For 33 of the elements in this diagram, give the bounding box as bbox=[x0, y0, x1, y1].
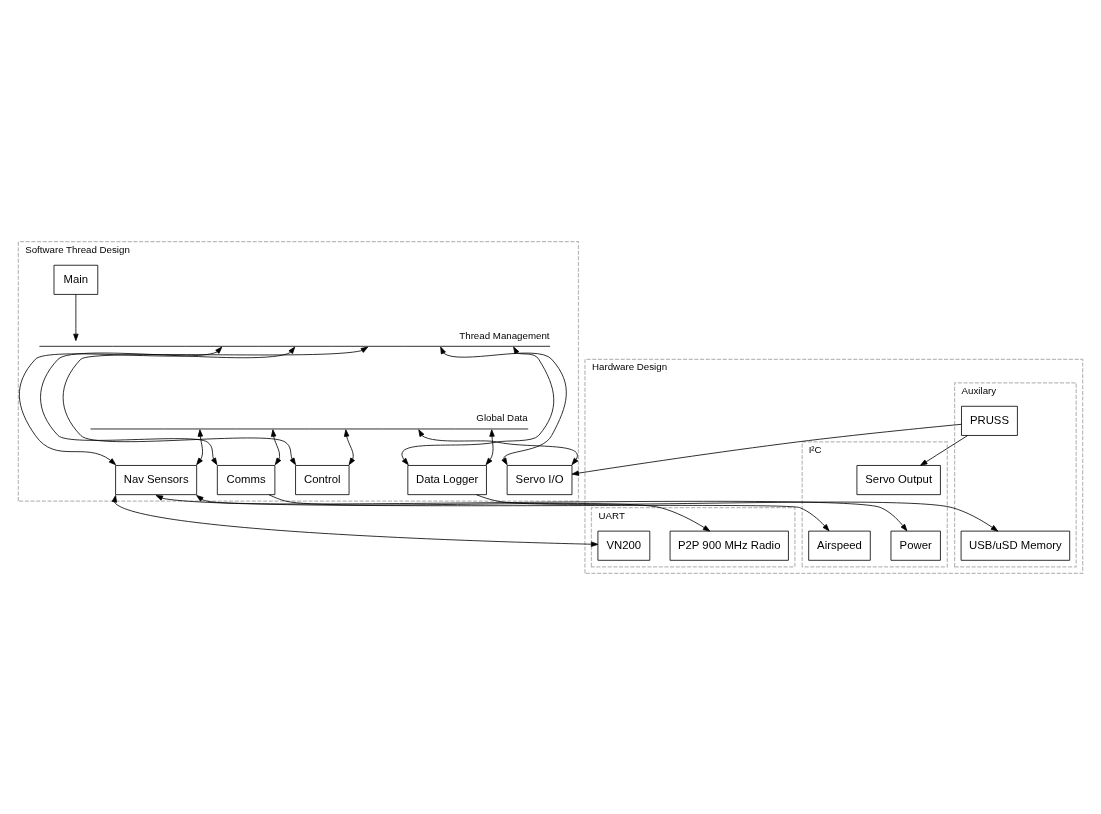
arrow bbox=[111, 494, 599, 547]
node-text: Thread Management bbox=[459, 329, 550, 341]
arrow bbox=[40, 346, 296, 465]
arrow bbox=[440, 346, 567, 465]
arrow bbox=[475, 493, 999, 531]
node-box: Servo I/O bbox=[506, 464, 573, 495]
node-box: Data Logger bbox=[407, 464, 487, 495]
arrow bbox=[73, 293, 79, 341]
arrow bbox=[268, 493, 711, 531]
node-box: Servo Output bbox=[856, 464, 941, 495]
arrow bbox=[343, 428, 355, 465]
arrow bbox=[62, 346, 369, 465]
arrow bbox=[571, 423, 962, 476]
arrow bbox=[18, 346, 223, 465]
arrow bbox=[196, 494, 908, 531]
arrow bbox=[401, 346, 555, 465]
node-box: VN200 bbox=[597, 530, 651, 561]
node-box: P2P 900 MHz Radio bbox=[669, 530, 789, 561]
node-box: Main bbox=[53, 264, 99, 295]
arrow bbox=[196, 428, 203, 465]
arrow bbox=[418, 428, 579, 465]
node-box: PRUSS bbox=[961, 405, 1018, 436]
node-box: Power bbox=[890, 530, 941, 561]
arrow bbox=[485, 428, 495, 465]
arrow bbox=[920, 434, 969, 466]
node-box: USB/uSD Memory bbox=[960, 530, 1071, 561]
node-box: Airspeed bbox=[808, 530, 871, 561]
node-box: Control bbox=[295, 464, 350, 495]
node-box: Nav Sensors bbox=[115, 464, 198, 495]
arrow bbox=[270, 428, 282, 465]
arrow bbox=[155, 494, 830, 531]
node-box: Comms bbox=[216, 464, 276, 495]
node-text: Global Data bbox=[476, 411, 528, 423]
